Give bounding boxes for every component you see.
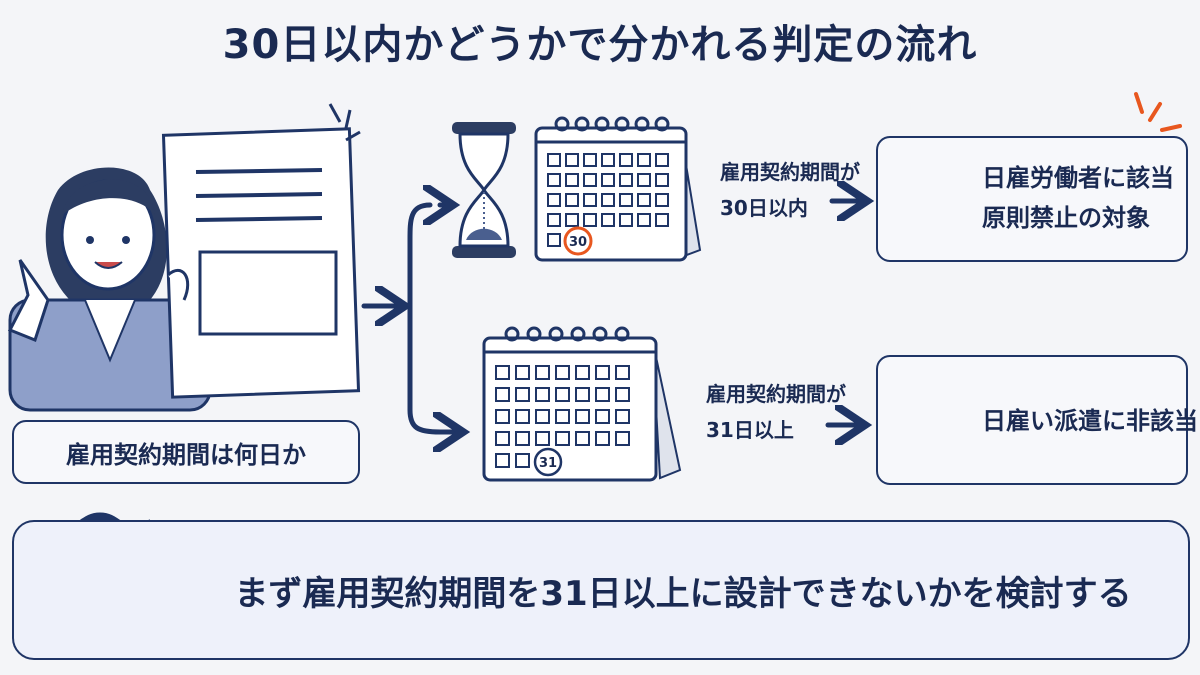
presenter-woman-illustration [7, 167, 212, 412]
result-prohibited-box: 日雇労働者に該当 原則禁止の対象 [876, 136, 1188, 262]
hourglass-icon [452, 122, 516, 258]
condition-within-30-line2: 30日以内 [720, 196, 808, 220]
condition-31-or-more-line1: 雇用契約期間が [706, 382, 846, 406]
result-prohibited-text: 日雇労働者に該当 原則禁止の対象 [982, 158, 1174, 238]
calendar-30-day: 30 [569, 235, 587, 250]
condition-within-30: 雇用契約期間が 30日以内 [720, 154, 860, 226]
calendar-30-illustration: 30 [534, 116, 702, 262]
condition-31-or-more: 雇用契約期間が 31日以上 [706, 376, 846, 448]
page-title: 30日以内かどうかで分かれる判定の流れ [222, 22, 978, 68]
result-not-applicable-box: 日雇い派遣に非該当 [876, 355, 1198, 485]
document-illustration [161, 103, 361, 399]
calendar-31-illustration: 31 [482, 326, 682, 482]
condition-within-30-line1: 雇用契約期間が [720, 160, 860, 184]
flow-connectors [361, 201, 862, 432]
result-prohibited-line1: 日雇労働者に該当 [982, 164, 1174, 192]
result-prohibited-line2: 原則禁止の対象 [982, 204, 1150, 232]
advice-text: まず雇用契約期間を31日以上に設計できないかを検討する [234, 573, 1132, 614]
result-not-applicable-line1: 日雇い派遣に非該当 [982, 407, 1198, 435]
calendar-31-day: 31 [539, 456, 557, 471]
question-box: 雇用契約期間は何日か [12, 420, 360, 484]
condition-31-or-more-line2: 31日以上 [706, 418, 794, 442]
question-label: 雇用契約期間は何日か [66, 440, 306, 469]
result-not-applicable-text: 日雇い派遣に非該当 [982, 401, 1198, 441]
advice-box [12, 520, 1190, 660]
